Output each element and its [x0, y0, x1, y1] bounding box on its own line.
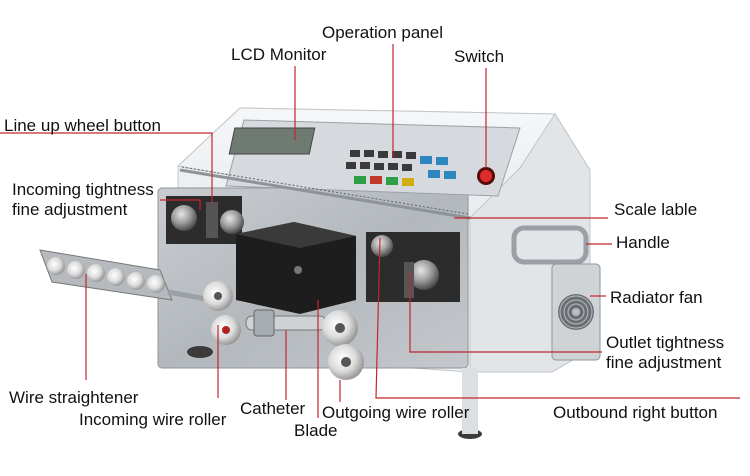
leader-lines [0, 44, 740, 418]
key [354, 176, 366, 184]
lcd-monitor [228, 127, 316, 155]
label-catheter: Catheter [240, 399, 306, 418]
straightener-roller [87, 264, 105, 282]
key [374, 163, 384, 170]
key [388, 163, 398, 170]
key [406, 152, 416, 159]
label-radiator-fan: Radiator fan [610, 288, 703, 307]
straightener-roller [107, 268, 125, 286]
switch-icon [477, 167, 495, 185]
knob [371, 235, 393, 257]
scale-lable [179, 166, 471, 220]
line-up-wheel-button [206, 202, 218, 238]
key [428, 170, 440, 178]
key [364, 150, 374, 157]
key [392, 151, 402, 158]
label-outbound-right-button: Outbound right button [553, 403, 718, 422]
label-incoming-tightness: Incoming tightness fine adjustment [12, 180, 154, 220]
straightener-roller [67, 261, 85, 279]
operation-panel-area [225, 119, 521, 197]
leader-line-outlet-tightness [409, 272, 602, 353]
leader-line-incoming-tightness [160, 199, 201, 210]
knob [409, 260, 439, 290]
foot-left [187, 346, 213, 358]
label-wire-straightener: Wire straightener [9, 388, 139, 407]
label-scale-lable: Scale lable [614, 200, 698, 219]
label-incoming-tightness-line2: fine adjustment [12, 200, 128, 219]
leader-line-outbound-right-button [375, 237, 740, 399]
label-outlet-tightness-line2: fine adjustment [606, 353, 722, 372]
key [370, 176, 382, 184]
wire-straightener [39, 249, 213, 303]
straightener-roller [127, 272, 145, 290]
outgoing-wire-rollers [322, 310, 364, 380]
foot-right-post [462, 368, 478, 434]
label-outlet-tightness: Outlet tightness fine adjustment [606, 333, 724, 373]
key [402, 178, 414, 186]
outlet-tightness-knobs [366, 232, 460, 302]
leader-line-line-up-wheel [0, 132, 213, 204]
key [444, 171, 456, 179]
incoming-tightness-knobs [166, 196, 244, 244]
label-switch: Switch [454, 47, 505, 66]
key [346, 162, 356, 169]
straightener-roller [147, 275, 165, 293]
key [378, 151, 388, 158]
keypad [346, 150, 456, 186]
label-incoming-wire-roller: Incoming wire roller [79, 410, 227, 429]
label-handle: Handle [616, 233, 670, 252]
knob [171, 205, 197, 231]
label-outgoing-wire-roller: Outgoing wire roller [322, 403, 470, 422]
straightener-roller [47, 257, 65, 275]
key [402, 164, 412, 171]
label-incoming-tightness-line1: Incoming tightness [12, 180, 154, 199]
key [420, 156, 432, 164]
key [436, 157, 448, 165]
knob [220, 210, 244, 234]
handle-icon [511, 225, 589, 265]
label-blade: Blade [294, 421, 338, 440]
label-lcd-monitor: LCD Monitor [231, 45, 327, 64]
key [386, 177, 398, 185]
label-operation-panel: Operation panel [322, 23, 443, 42]
label-outlet-tightness-line1: Outlet tightness [606, 333, 725, 352]
outbound-right-button [404, 262, 414, 298]
cutter-head [236, 222, 356, 314]
label-line-up-wheel-button: Line up wheel button [4, 116, 161, 135]
key [360, 162, 370, 169]
radiator-fan-icon [551, 263, 601, 361]
key [350, 150, 360, 157]
